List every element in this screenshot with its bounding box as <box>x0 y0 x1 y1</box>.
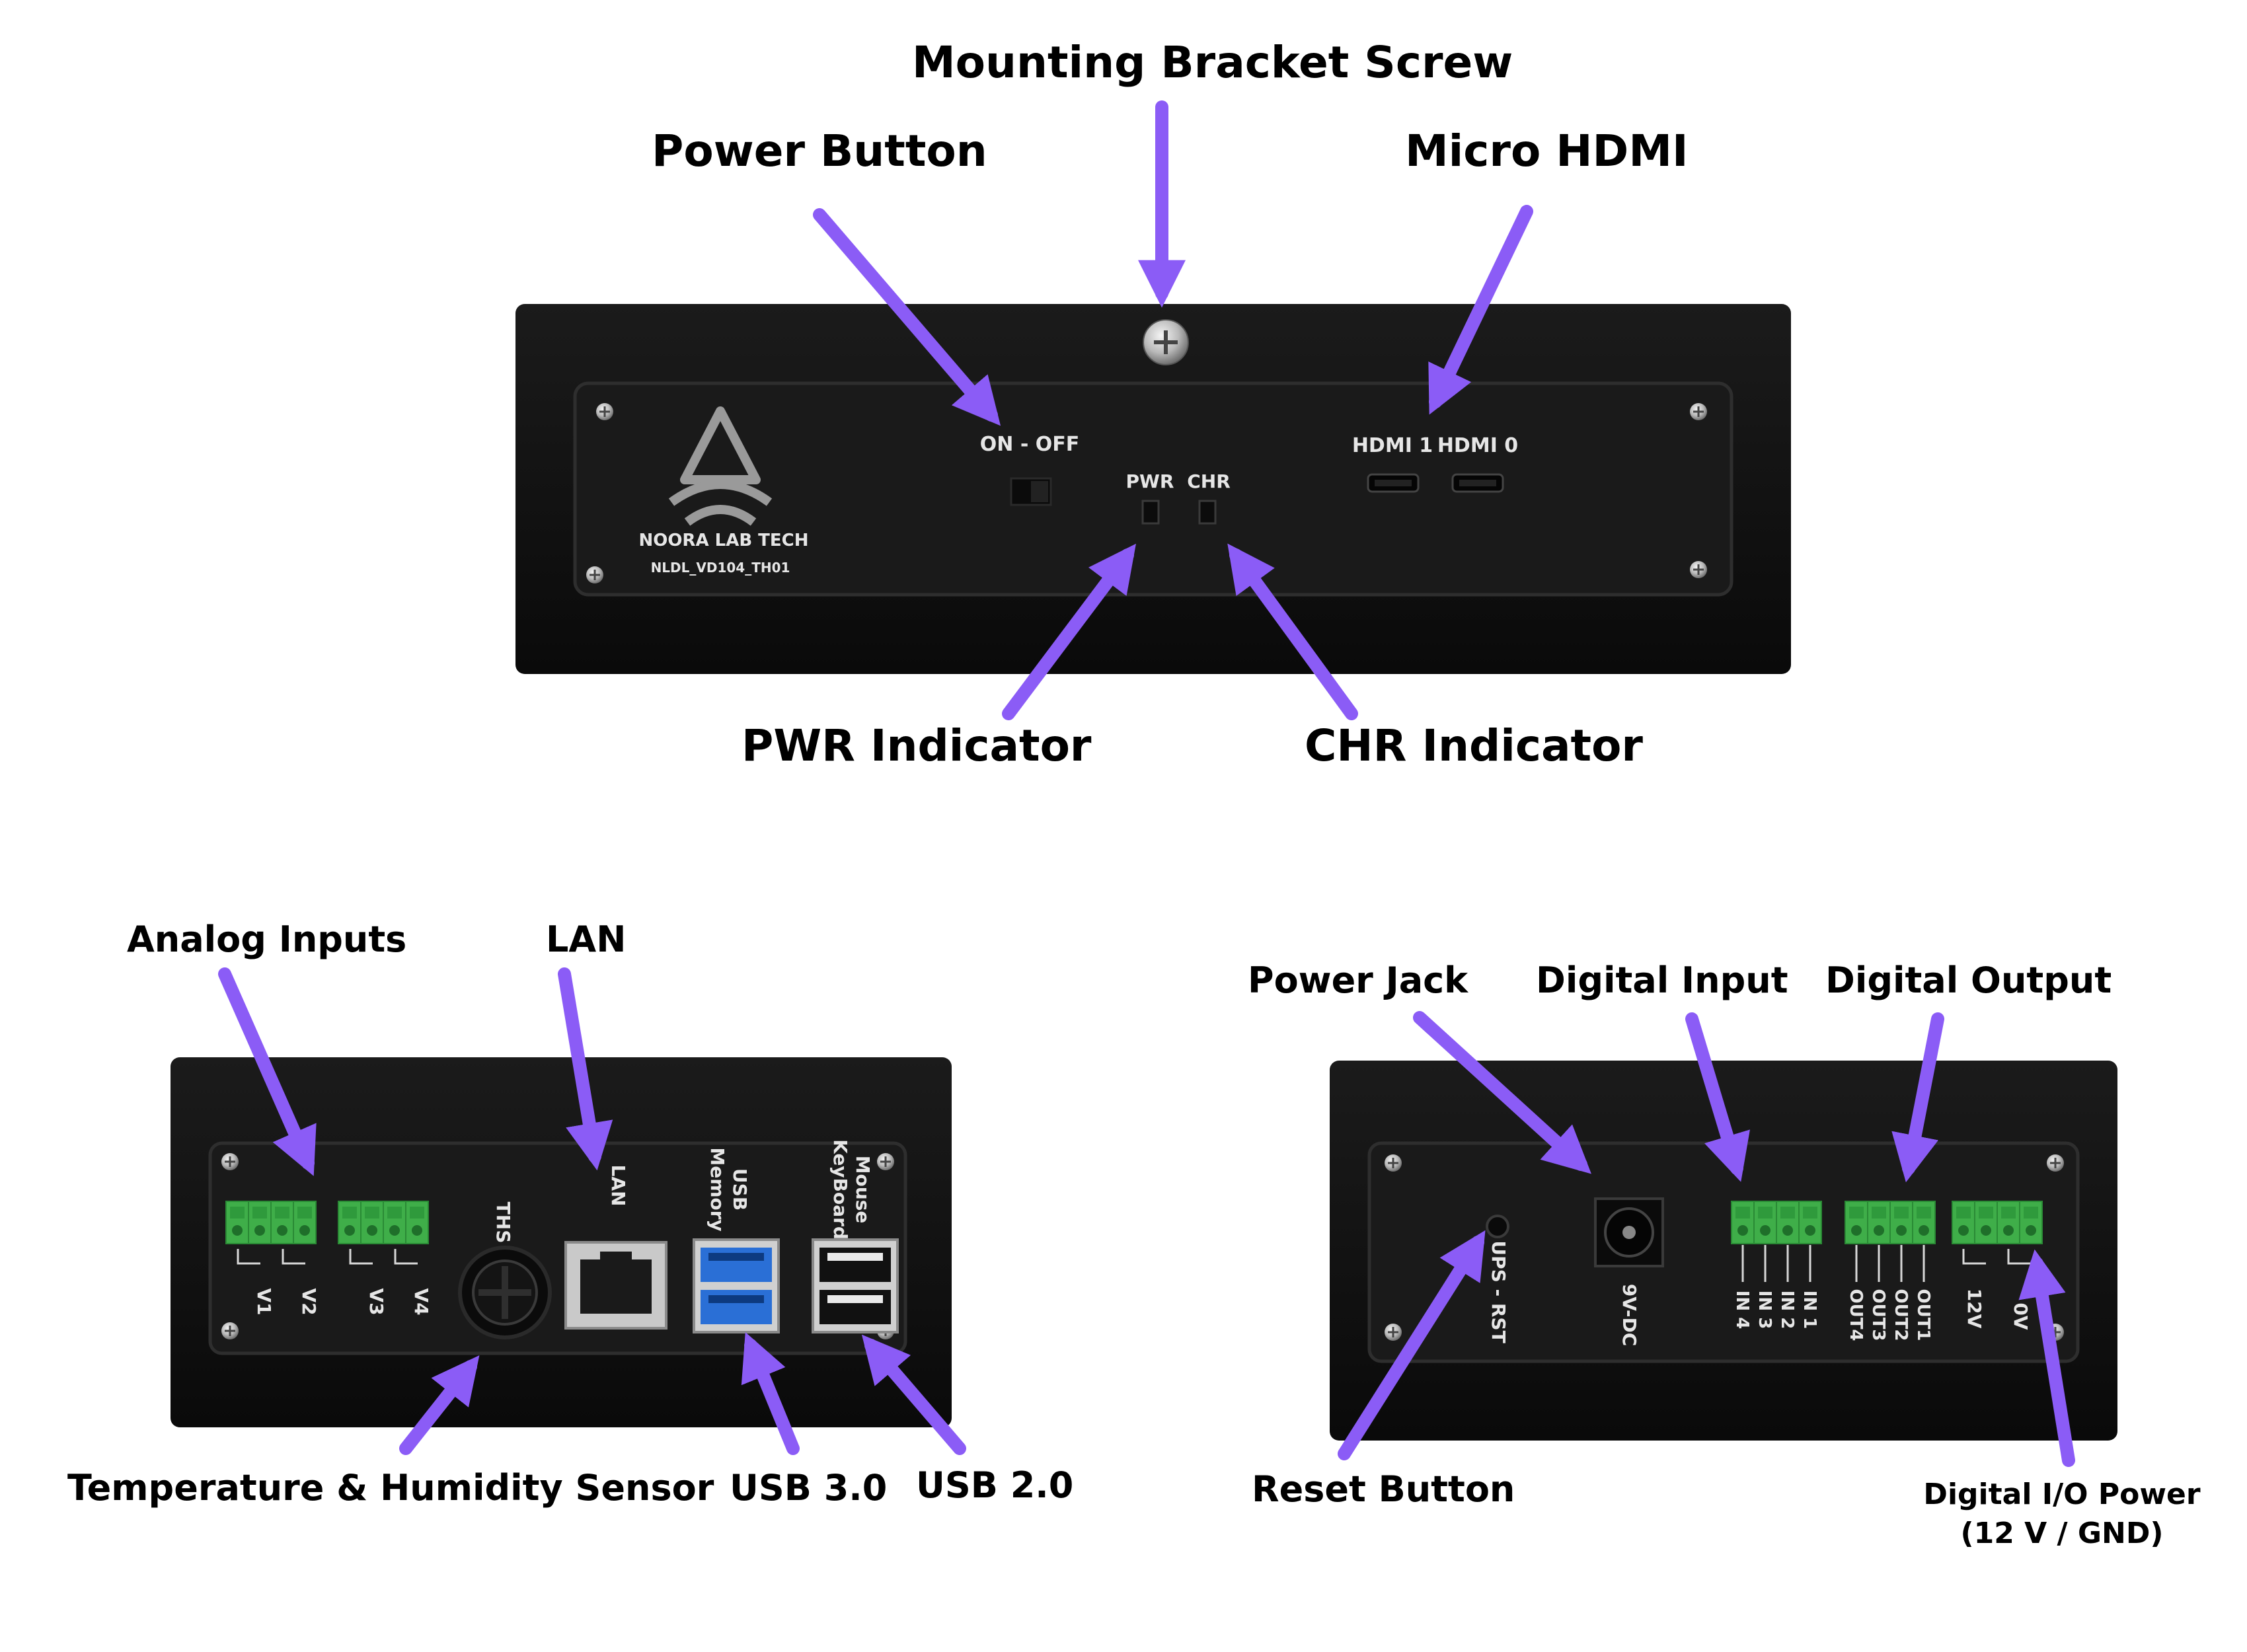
usb-port-icon[interactable] <box>812 1238 899 1333</box>
v4-label: V4 <box>410 1288 432 1315</box>
label-digital-output: Digital Output <box>1825 959 2112 1001</box>
rj45-port-icon[interactable] <box>564 1241 667 1330</box>
out4-label: OUT4 <box>1846 1289 1866 1341</box>
arrow-lan <box>558 967 613 1171</box>
usb-port-icon[interactable] <box>693 1238 780 1333</box>
in4-label: IN 4 <box>1732 1291 1752 1330</box>
v1-label: V1 <box>253 1288 275 1315</box>
in2-label: IN 2 <box>1777 1291 1797 1330</box>
ups-rst-label: UPS - RST <box>1488 1240 1509 1343</box>
label-mounting-screw: Mounting Bracket Screw <box>912 37 1513 88</box>
v3-label: V3 <box>365 1288 387 1315</box>
label-io-power: Digital I/O Power (12 V / GND) <box>1917 1475 2207 1554</box>
label-chr-indicator: CHR Indicator <box>1305 720 1643 771</box>
out1-label: OUT1 <box>1913 1289 1933 1341</box>
model-text: NLDL_VD104_TH01 <box>651 560 790 576</box>
left-faceplate <box>208 1141 907 1355</box>
reset-button[interactable] <box>1486 1215 1509 1238</box>
label-reset-button: Reset Button <box>1252 1468 1515 1510</box>
brand-text: NOORA LAB TECH <box>638 531 808 550</box>
callout-arrows <box>218 100 2075 1467</box>
v0-label: 0V <box>2010 1302 2032 1330</box>
mouse-label-1: Mouse <box>852 1156 874 1224</box>
v2-label: V2 <box>298 1288 320 1315</box>
label-pwr-indicator: PWR Indicator <box>742 720 1092 771</box>
label-micro-hdmi: Micro HDMI <box>1405 126 1689 176</box>
switch-label: ON - OFF <box>980 433 1079 456</box>
v12-label: 12V <box>1963 1289 1985 1329</box>
arrow-reset-button <box>1338 1230 1486 1460</box>
hdmi1-label: HDMI 1 <box>1352 434 1433 457</box>
in1-label: IN 1 <box>1800 1291 1819 1330</box>
mouse-label-2: KeyBoard <box>829 1139 851 1240</box>
terminal-block-icon[interactable] <box>1731 1201 1822 1244</box>
pwr-led-label: PWR <box>1126 470 1174 492</box>
arrow-temp-sensor <box>399 1355 480 1455</box>
label-power-button: Power Button <box>652 126 987 176</box>
terminal-block-icon[interactable] <box>1845 1201 1936 1244</box>
left-panel: V1 V2 V3 V4 THS LAN USB Memory Mouse Key… <box>171 1057 952 1427</box>
hdmi-port-icon[interactable] <box>1367 473 1420 493</box>
label-power-jack: Power Jack <box>1248 959 1468 1001</box>
arrow-analog-inputs <box>218 967 317 1176</box>
chr-led-label: CHR <box>1187 470 1231 492</box>
usb-memory-label-1: USB <box>729 1168 751 1211</box>
out3-label: OUT3 <box>1868 1289 1888 1341</box>
arrow-usb3 <box>741 1332 800 1455</box>
label-lan: LAN <box>546 919 627 960</box>
label-usb2: USB 2.0 <box>916 1464 1074 1506</box>
arrow-io-power <box>2018 1249 2075 1467</box>
hdmi0-label: HDMI 0 <box>1437 434 1518 457</box>
dc-jack-icon[interactable] <box>1594 1197 1664 1267</box>
logo-icon <box>668 406 773 526</box>
label-temp-sensor: Temperature & Humidity Sensor <box>67 1467 714 1509</box>
ths-connector[interactable] <box>458 1246 552 1339</box>
chr-led <box>1198 500 1217 525</box>
in3-label: IN 3 <box>1755 1291 1774 1330</box>
arrow-power-button <box>813 208 1001 426</box>
ths-label: THS <box>492 1202 514 1244</box>
arrow-digital-output <box>1891 1012 1944 1183</box>
arrow-power-jack <box>1413 1011 1591 1174</box>
usb-memory-label-2: Memory <box>706 1147 728 1231</box>
arrow-chr-indicator <box>1227 543 1358 720</box>
pwr-led <box>1141 500 1160 525</box>
label-digital-input: Digital Input <box>1536 959 1788 1001</box>
hdmi-port-icon[interactable] <box>1451 473 1504 493</box>
arrow-usb2 <box>861 1334 966 1455</box>
out2-label: OUT2 <box>1891 1289 1911 1341</box>
front-panel: NOORA LAB TECH NLDL_VD104_TH01 ON - OFF … <box>515 304 1791 674</box>
front-faceplate <box>573 381 1733 597</box>
lan-port-label: LAN <box>607 1165 629 1207</box>
label-analog-inputs: Analog Inputs <box>127 919 407 960</box>
arrow-pwr-indicator <box>1002 543 1136 720</box>
arrow-digital-input <box>1685 1012 1750 1182</box>
dc-label: 9V-DC <box>1619 1284 1640 1347</box>
label-usb3: USB 3.0 <box>730 1467 888 1509</box>
label-io-power-line1: Digital I/O Power <box>1923 1478 2201 1511</box>
label-io-power-line2: (12 V / GND) <box>1960 1517 2164 1551</box>
screw-icon <box>1143 319 1189 365</box>
terminal-block-icon[interactable] <box>1952 1201 2043 1244</box>
arrow-micro-hdmi <box>1428 205 1533 415</box>
